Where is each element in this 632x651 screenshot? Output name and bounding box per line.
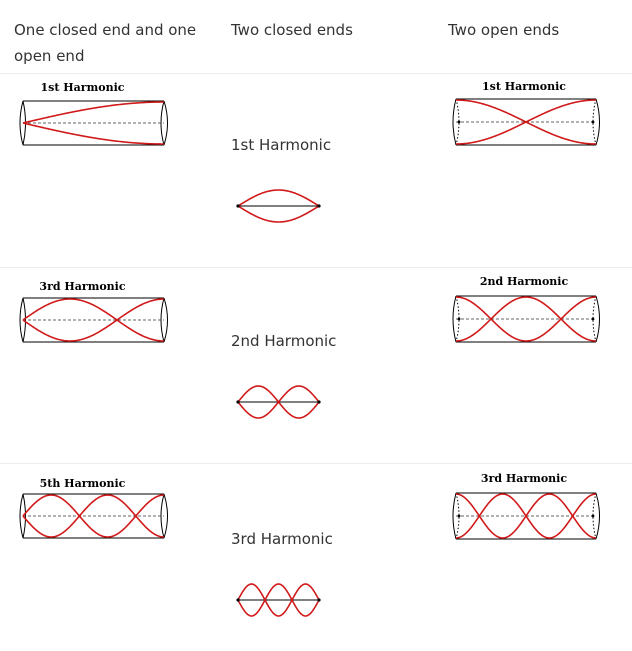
two-open-row3-left-end [452,492,457,540]
closed-open-row1-title: 1st Harmonic [41,81,125,94]
closed-open-row3-wave-upper [22,494,165,538]
closed-open-row1-right-end [163,100,168,146]
header-two-closed: Two closed ends [231,21,353,39]
two-open-row3-left-end-dotted [455,492,460,540]
closed-open-row2-right-end [163,297,168,343]
closed-open-row1-left-end [19,100,24,146]
two-open-row2-right-end-inner [592,295,597,343]
two-open-row3-wave-b [455,493,597,539]
two-closed-row1-wave-upper [237,189,320,207]
closed-open-row3-right-end-inner [160,493,165,539]
two-open-row3-left-dot [457,514,461,518]
header-two-open: Two open ends [448,21,560,39]
two-closed-row1-wave-lower [237,205,320,223]
two-open-row2-right-dot [591,317,595,321]
two-open-row1-left-end [452,98,457,146]
two-open-row1-title: 1st Harmonic [482,80,566,93]
closed-open-row1-wave-upper [22,101,164,124]
two-open-row2-wave-b [455,296,597,342]
two-open-row1-right-end-inner [592,98,597,146]
two-closed-row3-wave-lower [237,583,320,617]
two-open-row1-wave-b [456,99,596,145]
two-closed-label-3: 3rd Harmonic [231,530,333,548]
two-open-row3-title: 3rd Harmonic [481,472,567,485]
two-open-row3-right-end [595,492,600,540]
two-closed-row1-right-node [317,204,321,208]
row-divider [0,463,632,464]
two-closed-row2-left-node [236,400,240,404]
closed-open-row3-left-end [19,493,24,539]
two-open-row3-right-end-inner [592,492,597,540]
two-closed-row1-left-node [236,204,240,208]
two-open-row1-left-end-dotted [455,98,460,146]
two-closed-row3-left-node [236,598,240,602]
row-divider [0,73,632,74]
two-open-row2-wave-a [455,296,597,342]
closed-open-row3-wave-lower [22,494,165,538]
two-open-row2-left-end-dotted [455,295,460,343]
closed-open-row2-left-end [19,297,24,343]
two-open-row2-right-end [595,295,600,343]
two-closed-row2-wave-lower [237,385,320,419]
two-closed-label-1: 1st Harmonic [231,136,332,154]
closed-open-row1-right-end-inner [160,100,165,146]
closed-open-row3-title: 5th Harmonic [40,477,126,490]
two-open-row1-left-dot [457,120,461,124]
two-open-row2-left-dot [457,317,461,321]
two-open-row2-title: 2nd Harmonic [480,275,569,288]
closed-open-row2-wave-lower [22,298,165,342]
closed-open-row2-wave-upper [22,298,165,342]
two-open-row3-right-dot [591,514,595,518]
two-open-row1-right-dot [591,120,595,124]
two-closed-row2-right-node [317,400,321,404]
header-closed-open: One closed end and one open end [14,21,197,65]
two-closed-row3-wave-upper [237,583,320,617]
two-open-row1-right-end [595,98,600,146]
two-closed-label-2: 2nd Harmonic [231,332,337,350]
two-closed-row3-right-node [317,598,321,602]
closed-open-row2-right-end-inner [160,297,165,343]
closed-open-row1-wave-lower [22,122,164,145]
two-open-row2-left-end [452,295,457,343]
closed-open-row2-title: 3rd Harmonic [39,280,125,293]
closed-open-row3-right-end [163,493,168,539]
row-divider [0,267,632,268]
